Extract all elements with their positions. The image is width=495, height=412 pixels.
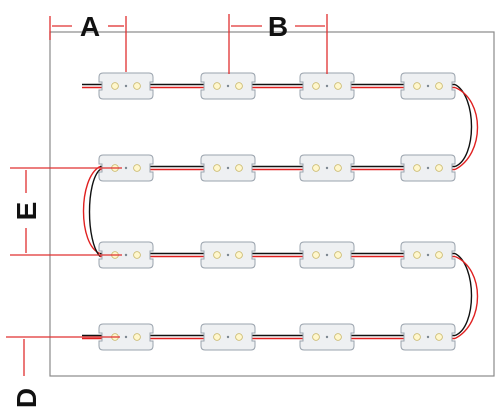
module-center-dot <box>226 166 230 170</box>
dimension-b <box>228 14 328 74</box>
led-module <box>299 72 355 100</box>
dimension-b-label: B <box>268 11 288 42</box>
led-chip <box>133 333 141 341</box>
led-chip <box>133 82 141 90</box>
led-chip <box>413 164 421 172</box>
led-module <box>400 154 456 182</box>
led-chip <box>213 333 221 341</box>
led-chip <box>334 333 342 341</box>
led-module <box>200 154 256 182</box>
led-chip <box>235 251 243 259</box>
led-module <box>400 323 456 351</box>
led-module <box>200 323 256 351</box>
module-center-dot <box>325 84 329 88</box>
module-center-dot <box>226 253 230 257</box>
led-chip <box>213 164 221 172</box>
led-chip <box>435 82 443 90</box>
led-chip <box>133 251 141 259</box>
wire-loop-black <box>88 168 101 257</box>
module-center-dot <box>426 84 430 88</box>
led-chip <box>334 82 342 90</box>
led-module <box>98 72 154 100</box>
module-center-dot <box>325 253 329 257</box>
dimension-d-label: D <box>11 388 42 408</box>
module-center-dot <box>426 253 430 257</box>
dimension-a <box>49 16 127 72</box>
led-chip <box>435 164 443 172</box>
wire-loop-black <box>454 252 473 337</box>
module-center-dot <box>124 335 128 339</box>
led-chip <box>235 164 243 172</box>
led-chip <box>235 333 243 341</box>
dimension-e <box>10 167 122 256</box>
dimension-e-label: E <box>11 202 42 221</box>
module-center-dot <box>426 335 430 339</box>
led-module <box>200 72 256 100</box>
module-center-dot <box>226 84 230 88</box>
led-chip <box>413 333 421 341</box>
led-chip <box>413 251 421 259</box>
wire-loop-black <box>454 83 473 168</box>
module-center-dot <box>426 166 430 170</box>
led-chip <box>213 251 221 259</box>
led-module <box>400 241 456 269</box>
led-chip <box>312 251 320 259</box>
led-chip <box>413 82 421 90</box>
led-chip <box>312 333 320 341</box>
led-chip <box>312 164 320 172</box>
led-chip <box>111 82 119 90</box>
module-center-dot <box>124 253 128 257</box>
dimension-d <box>6 336 120 376</box>
led-module <box>299 241 355 269</box>
led-module <box>299 323 355 351</box>
led-chip <box>213 82 221 90</box>
module-center-dot <box>325 335 329 339</box>
led-module <box>98 241 154 269</box>
module-center-dot <box>325 166 329 170</box>
module-center-dot <box>124 84 128 88</box>
module-center-dot <box>226 335 230 339</box>
led-chip <box>133 164 141 172</box>
dimension-a-label: A <box>80 11 100 42</box>
wire-loop-red <box>82 165 101 255</box>
led-module <box>299 154 355 182</box>
led-module <box>200 241 256 269</box>
wire-loop-red <box>454 255 479 340</box>
led-chip <box>435 333 443 341</box>
led-chip <box>235 82 243 90</box>
led-chip <box>312 82 320 90</box>
led-module <box>98 154 154 182</box>
led-modules <box>98 72 456 351</box>
led-chip <box>334 164 342 172</box>
led-module <box>400 72 456 100</box>
led-chip <box>334 251 342 259</box>
wire-loop-red <box>454 86 479 171</box>
led-chip <box>435 251 443 259</box>
module-center-dot <box>124 166 128 170</box>
